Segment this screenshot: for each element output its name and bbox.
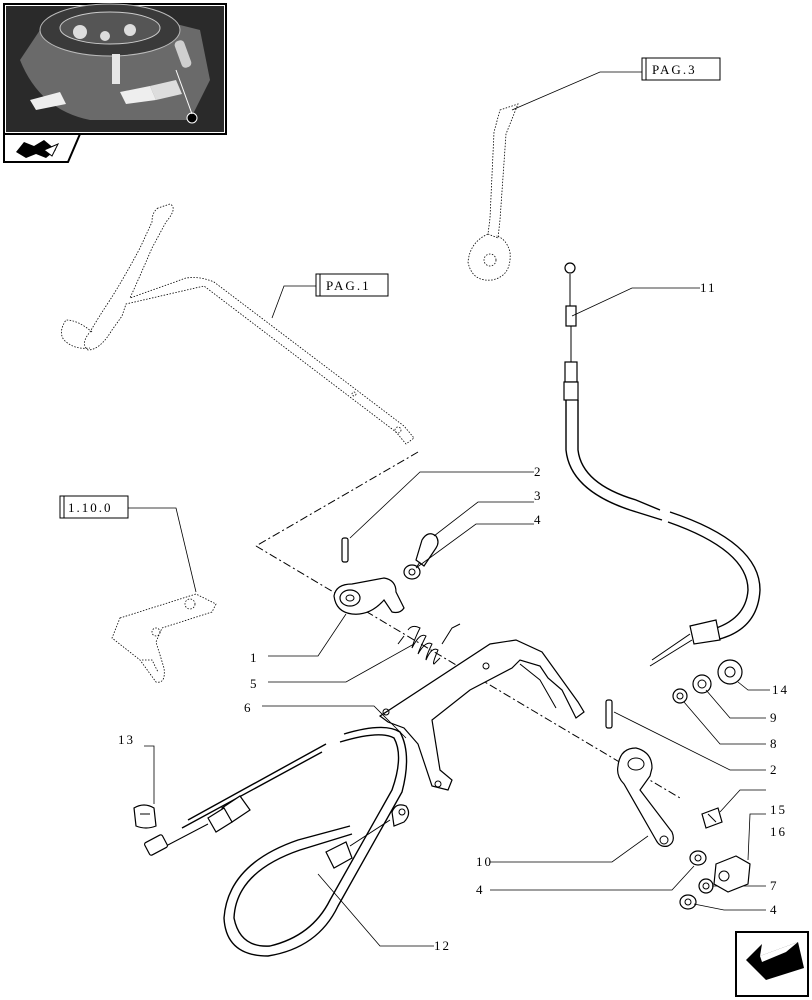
callout-5: 5	[250, 676, 259, 691]
ref-pag3[interactable]: PAG.3	[641, 57, 721, 81]
part-11-cable	[563, 262, 761, 667]
tractor-cab-pedals-icon	[6, 3, 224, 132]
part-4-nut-upper	[403, 564, 421, 580]
callout-7: 7	[770, 878, 779, 893]
callout-13: 13	[118, 732, 135, 747]
part-2-pin-upper	[341, 537, 349, 563]
part-6-bracket	[378, 639, 585, 791]
callout-11: 11	[700, 280, 717, 295]
callout-12: 12	[434, 938, 451, 953]
part-15-clip	[701, 807, 723, 829]
callout-4-middle: 4	[476, 882, 485, 897]
callout-4-upper: 4	[534, 512, 543, 527]
part-2-pin-lower	[605, 699, 613, 729]
callout-10: 10	[476, 854, 493, 869]
callout-9: 9	[770, 710, 779, 725]
ref-pag1[interactable]: PAG.1	[315, 273, 389, 297]
callout-14: 14	[772, 682, 789, 697]
ref-pag1-label: PAG.1	[326, 278, 371, 293]
part-4-nut-lower	[679, 894, 697, 910]
callout-16: 16	[770, 824, 787, 839]
ref-1-10-0[interactable]: 1.10.0	[59, 495, 129, 519]
part-bracket-pag3	[467, 103, 519, 281]
ref-1-10-0-label: 1.10.0	[68, 500, 113, 515]
book-arrow-icon	[3, 133, 82, 163]
callout-8: 8	[770, 736, 779, 751]
callout-1: 1	[250, 650, 259, 665]
part-5-spring	[397, 623, 461, 665]
callout-2-lower: 2	[770, 762, 779, 777]
part-4-nut-middle	[689, 850, 707, 866]
part-support-1-10-0	[111, 593, 217, 683]
part-14-washer	[717, 659, 743, 685]
ref-pag3-label: PAG.3	[652, 62, 697, 77]
callout-4-lower: 4	[770, 902, 779, 917]
callout-3: 3	[534, 488, 543, 503]
part-7-washer	[698, 878, 714, 894]
callout-15: 15	[770, 802, 787, 817]
part-9-washer	[692, 674, 712, 694]
callout-2-upper: 2	[534, 464, 543, 479]
part-10-lever	[617, 747, 674, 847]
part-pedal-rod-pag1	[61, 203, 415, 445]
part-8-washer	[672, 688, 688, 704]
previous-page-arrow-icon[interactable]	[735, 931, 809, 997]
callout-6: 6	[244, 700, 253, 715]
thumbnail-panel[interactable]	[3, 3, 227, 135]
part-12-cable	[143, 726, 410, 957]
part-16-block	[713, 855, 751, 893]
part-13-clip	[133, 804, 157, 829]
part-1-lever	[333, 577, 405, 615]
